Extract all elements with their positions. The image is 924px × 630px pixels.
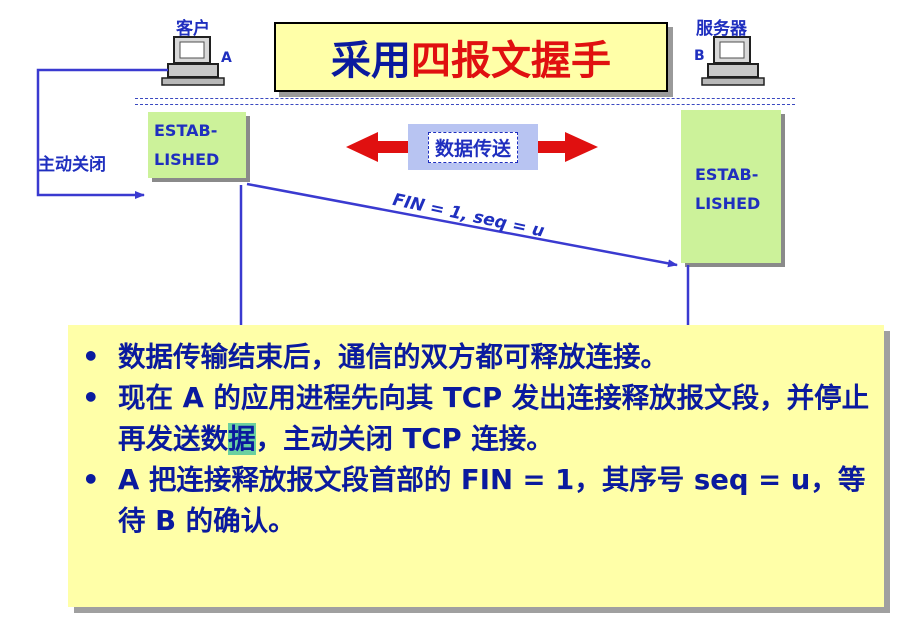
bullet-marker: • [82,382,100,414]
bullet-text-3: A 把连接释放报文段首部的 FIN = 1，其序号 seq = u，等待 B 的… [118,464,866,537]
server-computer-icon [701,36,765,86]
bullet-item-3: • A 把连接释放报文段首部的 FIN = 1，其序号 seq = u，等待 B… [68,460,874,542]
server-letter: B [694,48,705,64]
client-state-box: ESTAB- LISHED [148,112,246,178]
server-state-box: ESTAB- LISHED [681,110,781,263]
active-close-label: 主动关闭 [38,155,106,175]
bullet-item-2: • 现在 A 的应用进程先向其 TCP 发出连接释放报文段，并停止再发送数据，主… [68,378,874,460]
highlighted-char: 据 [228,423,256,455]
bullet-item-1: • 数据传输结束后，通信的双方都可释放连接。 [68,337,874,378]
active-close-loop-arrow [36,68,168,199]
client-state-line-1: ESTAB- [154,121,218,140]
network-dashed-line-top [135,98,795,99]
title-part-1: 采用 [331,38,411,84]
network-dashed-line-bottom [135,104,795,105]
server-state-line-2: LISHED [695,194,761,213]
client-state-line-2: LISHED [154,150,220,169]
bullet-marker: • [82,464,100,496]
server-label: 服务器 [696,19,747,39]
transfer-label-box: 数据传送 [408,124,538,170]
bullet-marker: • [82,341,100,373]
explanation-list: • 数据传输结束后，通信的双方都可释放连接。 • 现在 A 的应用进程先向其 T… [68,337,874,542]
explanation-box: • 数据传输结束后，通信的双方都可释放连接。 • 现在 A 的应用进程先向其 T… [68,325,884,607]
diagram-title: 采用四报文握手 [274,22,668,92]
fin-segment-arrow [246,182,678,268]
bullet-text-2b: ，主动关闭 TCP 连接。 [255,423,554,455]
server-state-line-1: ESTAB- [695,165,759,184]
title-part-2: 四报文握手 [411,38,611,84]
client-letter: A [221,50,232,66]
bullet-text-1: 数据传输结束后，通信的双方都可释放连接。 [118,341,668,373]
client-computer-icon [161,36,225,86]
bullet-text-2a: 现在 A 的应用进程先向其 TCP 发出连接释放报文段，并停止再发送数 [118,382,870,455]
client-label: 客户 [176,19,210,39]
transfer-label: 数据传送 [427,131,518,163]
